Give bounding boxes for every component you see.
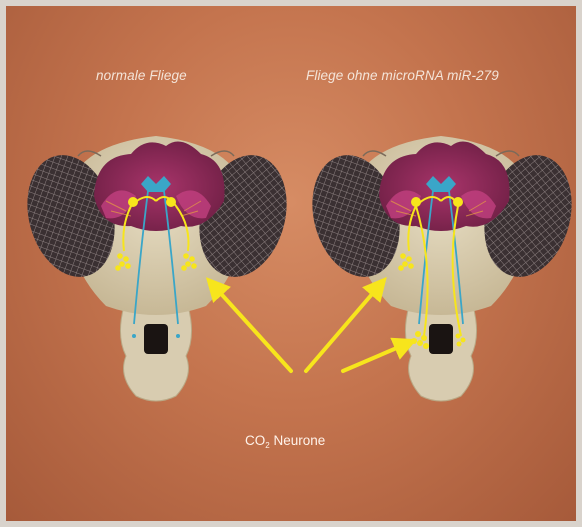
arrow-right-lower [343,344,406,371]
mutant-fly-head [299,136,576,401]
mouth-opening [144,324,168,354]
caption-rest: Neurone [270,433,326,448]
caption-main: CO [245,433,265,448]
neuron-glomerulus [411,197,421,207]
arrow-left [214,286,291,371]
neuron-glomerulus [166,197,176,207]
label-mutant-fly: Fliege ohne microRNA miR-279 [306,68,499,83]
mouth-opening [429,324,453,354]
label-normal-fly: normale Fliege [96,68,187,83]
figure-panel: normale Fliege Fliege ohne microRNA miR-… [6,6,576,521]
pointer-arrows [214,286,406,371]
neuron-glomerulus [128,197,138,207]
neuron-glomerulus [453,197,463,207]
normal-fly-head [14,136,299,401]
caption-co2-neurons: CO2 Neurone [245,433,325,450]
